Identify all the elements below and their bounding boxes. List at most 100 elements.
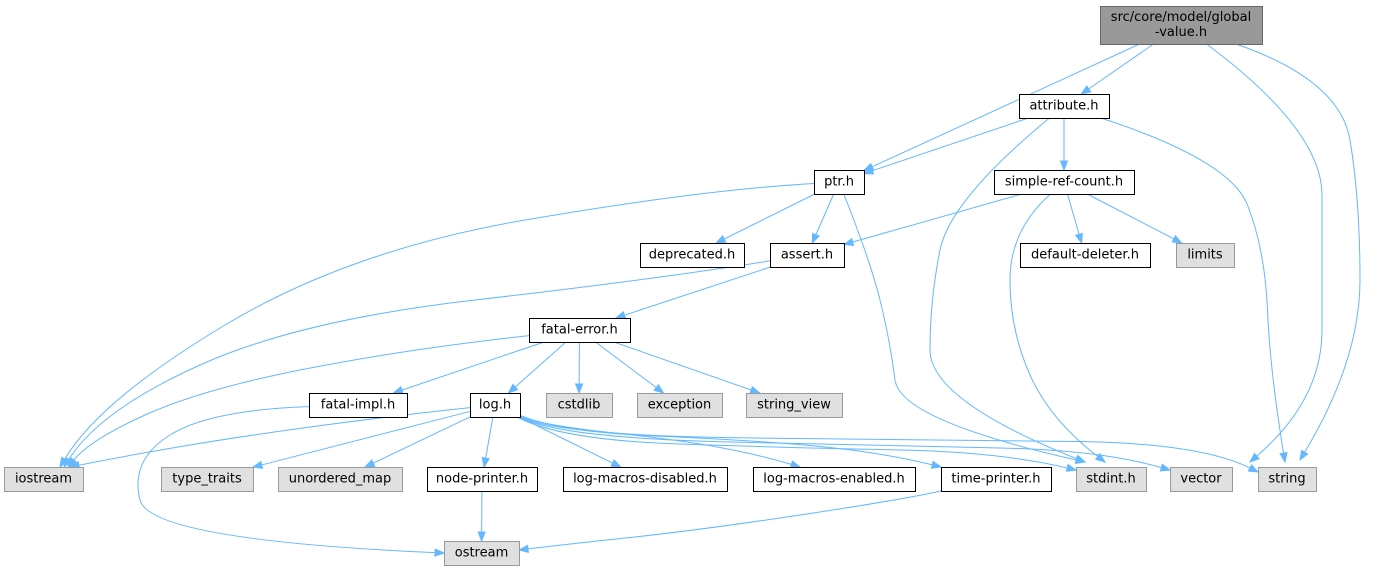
edge-log-to-node-printer (481, 416, 494, 469)
edge-arrowhead (749, 385, 761, 394)
edge-line (1206, 43, 1323, 457)
edge-line (1066, 193, 1080, 235)
node-log[interactable]: log.h (470, 393, 521, 418)
edge-fatal-error-to-iostream (67, 335, 530, 469)
edge-line (519, 414, 933, 466)
node-node-printer[interactable]: node-printer.h (427, 467, 538, 492)
edge-arrowhead (363, 459, 376, 468)
edge-line (815, 193, 835, 235)
edge-line (78, 407, 471, 466)
node-box (770, 243, 845, 268)
node-label: deprecated.h (649, 248, 735, 263)
edge-line (73, 335, 530, 461)
node-assert[interactable]: assert.h (770, 243, 845, 268)
edge-global-value-to-attribute (1080, 43, 1154, 95)
edge-line (518, 416, 1162, 469)
edge-line (872, 117, 1029, 172)
edge-arrowhead (477, 531, 486, 543)
node-unordered_map: unordered_map (278, 467, 403, 492)
node-box (994, 170, 1135, 195)
node-fatal-impl[interactable]: fatal-impl.h (309, 393, 408, 418)
edge-line (261, 410, 471, 466)
edge-arrowhead (392, 385, 404, 394)
node-label: stdint.h (1086, 472, 1135, 487)
edge-log-to-iostream (68, 407, 471, 470)
edges-layer (59, 43, 1361, 557)
node-global-value[interactable]: src/core/model/global-value.h (1100, 6, 1263, 45)
node-label: ptr.h (824, 175, 854, 190)
node-box (1019, 94, 1110, 119)
edge-log-to-stdint (517, 416, 1078, 472)
edge-assert-to-fatal-error (614, 266, 771, 320)
node-type_traits: type_traits (161, 467, 254, 492)
node-box (1076, 467, 1147, 492)
edge-line (1100, 117, 1285, 454)
node-attribute[interactable]: attribute.h (1019, 94, 1110, 119)
node-box (546, 393, 613, 418)
edge-fatal-error-to-exception (595, 341, 665, 394)
edge-arrowhead (862, 166, 875, 175)
node-box (470, 393, 521, 418)
node-time-printer[interactable]: time-printer.h (941, 467, 1052, 492)
node-label: attribute.h (1029, 99, 1098, 114)
node-label: src/core/model/global (1111, 10, 1251, 25)
node-deprecated[interactable]: deprecated.h (640, 243, 745, 268)
node-string_view: string_view (746, 393, 843, 418)
node-simple-ref-count[interactable]: simple-ref-count.h (994, 170, 1135, 195)
node-fatal-error[interactable]: fatal-error.h (529, 318, 631, 343)
edge-arrowhead (67, 456, 78, 469)
node-label: string_view (757, 398, 831, 413)
node-string: string (1258, 467, 1317, 492)
edge-fatal-error-to-cstdlib (574, 341, 584, 395)
node-box (529, 318, 631, 343)
node-default-deleter[interactable]: default-deleter.h (1020, 243, 1151, 268)
node-label: assert.h (781, 248, 833, 263)
edge-line (401, 341, 545, 391)
node-ptr[interactable]: ptr.h (814, 170, 865, 195)
edge-fatal-impl-to-ostream (137, 406, 446, 557)
node-box (1176, 243, 1235, 268)
node-log-macros-disabled[interactable]: log-macros-disabled.h (563, 467, 728, 492)
node-box (941, 467, 1052, 492)
node-box (278, 467, 403, 492)
edge-line (1009, 193, 1099, 457)
node-label: exception (648, 398, 712, 413)
edge-log-to-unordered_map (363, 416, 471, 468)
edge-line (514, 341, 567, 388)
edge-ptr-to-assert (811, 193, 835, 245)
node-vector: vector (1170, 467, 1233, 492)
edge-arrowhead (481, 456, 490, 469)
edge-line (871, 43, 1140, 168)
edge-arrowhead (251, 460, 264, 469)
edge-node-printer-to-ostream (477, 490, 486, 543)
edge-arrowhead (1248, 452, 1260, 463)
edge-line (843, 193, 1077, 461)
node-label: ostream (455, 546, 509, 561)
edge-arrowhead (1171, 234, 1184, 244)
edge-log-to-string (519, 416, 1260, 473)
edge-arrowhead (614, 311, 627, 320)
node-label: time-printer.h (951, 472, 1040, 487)
node-label: type_traits (172, 472, 242, 487)
edge-arrowhead (1059, 160, 1069, 172)
edge-attribute-to-ptr (862, 117, 1029, 175)
edge-attribute-to-string (1100, 117, 1288, 464)
edge-arrowhead (714, 234, 727, 244)
edge-arrowhead (1065, 463, 1078, 472)
edge-arrowhead (930, 460, 943, 469)
edge-global-value-to-vector (1206, 43, 1323, 463)
node-box (4, 467, 84, 492)
edge-arrowhead (1074, 455, 1087, 465)
node-box (427, 467, 538, 492)
edge-simple-ref-count-to-limits (1086, 193, 1184, 244)
node-label: unordered_map (289, 472, 392, 487)
edge-line (527, 490, 942, 550)
nodes-layer: src/core/model/global-value.h attribute.h… (4, 6, 1317, 566)
node-box (444, 541, 520, 566)
edge-line (852, 193, 1022, 243)
edge-line (64, 182, 815, 460)
node-log-macros-enabled[interactable]: log-macros-enabled.h (753, 467, 916, 492)
node-label: cstdlib (558, 398, 601, 413)
edge-line (519, 416, 1251, 469)
edge-line (1086, 193, 1175, 240)
